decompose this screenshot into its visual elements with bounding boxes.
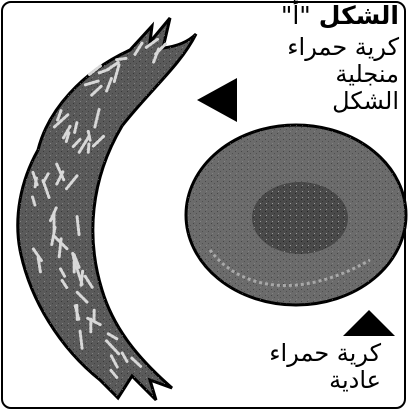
sickle-label-line-1: كرية حمراء [287, 34, 399, 61]
normal-label-line-1: كرية حمراء [269, 340, 381, 367]
figure-title-bold: الشكل [319, 1, 399, 30]
sickle-label-line-2: منجلية [287, 61, 399, 88]
normal-cell-center-texture [252, 182, 348, 254]
sickle-cell [18, 18, 196, 400]
sickle-pointer-triangle [197, 78, 237, 122]
sickle-inclusion-mark [117, 58, 126, 59]
normal-label-line-2: عادية [269, 367, 381, 394]
sickle-label-line-3: الشكل [287, 88, 399, 115]
sickle-inclusion-mark [88, 131, 90, 140]
figure-title-rest: "أ" [281, 1, 319, 30]
normal-cell [186, 125, 406, 305]
normal-pointer-triangle [343, 310, 395, 336]
sickle-inclusion-mark [77, 305, 78, 320]
normal-cell-label: كرية حمراء عادية [269, 340, 381, 394]
sickle-inclusion-mark [88, 144, 89, 152]
sickle-cell-label: كرية حمراء منجلية الشكل [287, 34, 399, 115]
figure-title: الشكل "أ" [281, 2, 399, 30]
